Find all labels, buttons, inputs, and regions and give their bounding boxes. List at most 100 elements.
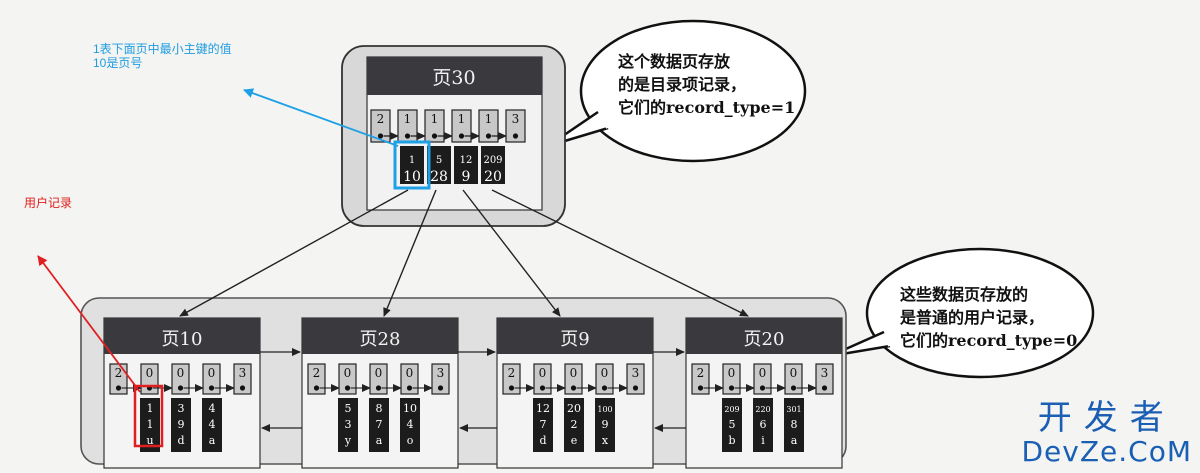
slot-box: [431, 363, 450, 395]
annotation-min-key-line1: 1表下面页中最小主键的值: [93, 42, 232, 56]
leaf-page-title: 页28: [360, 329, 401, 350]
slot-pointer-dot: [508, 385, 515, 391]
user-record-field: 9: [178, 418, 185, 431]
user-record: [369, 398, 389, 452]
user-record-field: 7: [540, 418, 547, 431]
slot-number: 0: [344, 366, 352, 380]
user-record-highlight: [133, 384, 164, 448]
slot-box: [691, 363, 710, 395]
user-record-field: 5: [729, 418, 736, 431]
slot-number: 2: [313, 366, 321, 380]
slot-number: 2: [508, 366, 516, 380]
slot-box: [502, 363, 521, 395]
slot-number: 3: [632, 366, 640, 380]
record-min-key: 5: [436, 155, 442, 166]
user-record: [140, 398, 160, 452]
user-record: [722, 398, 742, 452]
user-record: [533, 398, 553, 452]
slot-number: 2: [697, 366, 705, 380]
leaf-sibling-links: [260, 348, 686, 432]
slot-number: 0: [146, 366, 154, 380]
user-record-field: 301: [786, 405, 801, 414]
user-record: [202, 398, 222, 452]
slot-pointer-dot: [313, 385, 320, 391]
user-record: [595, 398, 615, 452]
slot-number: 3: [821, 366, 829, 380]
user-record-field: 8: [376, 402, 383, 415]
callout-top-line: 它们的record_type=1: [618, 98, 796, 117]
user-record-field: x: [602, 434, 609, 447]
record-page-number: 20: [484, 169, 502, 185]
annotation-min-key: 1表下面页中最小主键的值 10是页号: [93, 42, 232, 70]
slot-pointer-dot: [728, 385, 735, 391]
slot-pointer-dot: [239, 385, 246, 391]
directory-to-leaf-arrows: [179, 189, 749, 317]
leaf-page-title: 页20: [744, 329, 785, 350]
slot-box: [171, 363, 190, 395]
record-page-number: 9: [462, 169, 471, 185]
slot-box: [202, 363, 221, 395]
leaf-page-header: [497, 318, 653, 354]
directory-record: [454, 146, 478, 184]
slot-pointer-dot: [570, 385, 577, 391]
slot-number: 0: [728, 366, 736, 380]
callout-bottom-line: 是普通的用户记录，: [900, 308, 1045, 327]
user-record: [171, 398, 191, 452]
user-record-field: u: [146, 434, 153, 447]
callout-directory-text: 这个数据页存放 的是目录项记录， 它们的record_type=1: [618, 50, 795, 119]
user-record-field: a: [791, 434, 798, 447]
slot-pointer-dot: [431, 133, 438, 139]
user-record-field: 3: [345, 418, 352, 431]
record-page-number: 28: [430, 169, 448, 185]
user-record-field: 7: [376, 418, 383, 431]
slot-number: 0: [539, 366, 547, 380]
slot-pointer-dot: [697, 385, 704, 391]
user-record-field: y: [344, 434, 352, 447]
slot-pointer-dot: [208, 385, 215, 391]
watermark-en: DevZe.CoM: [1021, 435, 1192, 468]
leaf-page-title: 页10: [162, 329, 203, 350]
user-record-field: e: [571, 434, 578, 447]
slot-number: 3: [512, 112, 520, 126]
slot-number: 1: [431, 112, 439, 126]
user-record-field: 220: [755, 405, 770, 414]
slot-box: [370, 109, 391, 143]
user-record-field: 8: [791, 418, 798, 431]
slot-number: 1: [404, 112, 412, 126]
user-record-field: d: [539, 434, 546, 447]
user-record: [338, 398, 358, 452]
callout-bottom-line: 这些数据页存放的: [900, 285, 1029, 304]
slot-pointer-dot: [759, 385, 766, 391]
annotation-min-key-line2: 10是页号: [93, 56, 143, 70]
user-record-field: 6: [760, 418, 767, 431]
red-annotation-arrow: [37, 255, 141, 393]
slot-box: [784, 363, 803, 395]
slot-box: [533, 363, 552, 395]
slot-box: [451, 109, 472, 143]
watermark: 开发者 DevZe.CoM: [1021, 399, 1192, 467]
slot-number: 2: [115, 366, 123, 380]
user-record-field: 209: [724, 405, 739, 414]
user-record-field: 1: [147, 418, 154, 431]
slot-pointer-dot: [406, 385, 413, 391]
slot-number: 0: [208, 366, 216, 380]
blue-annotation-arrow: [243, 88, 399, 147]
slot-box: [595, 363, 614, 395]
slot-number: 0: [570, 366, 578, 380]
user-record-field: 4: [209, 402, 216, 415]
slot-number: 0: [177, 366, 185, 380]
directory-page-title: 页30: [432, 67, 475, 89]
leaf-page-header: [686, 318, 842, 354]
user-record-field: a: [209, 434, 216, 447]
slot-pointer-dot: [539, 385, 546, 391]
slot-box: [478, 109, 499, 143]
record-min-key: 1: [409, 155, 415, 166]
annotation-user-records: 用户记录: [24, 196, 73, 210]
slot-pointer-dot: [458, 133, 465, 139]
slot-box: [564, 363, 583, 395]
user-record-field: 100: [597, 405, 612, 414]
user-record-field: 2: [571, 418, 578, 431]
